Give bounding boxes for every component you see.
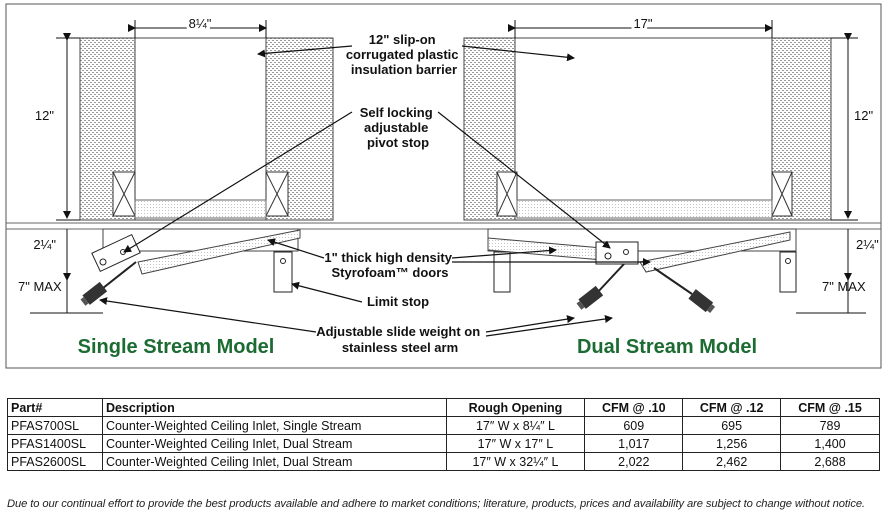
single-weight-arm bbox=[97, 261, 137, 293]
dual-weight-arm-left bbox=[595, 263, 625, 295]
single-limit-stop bbox=[273, 251, 293, 293]
col-header-description: Description bbox=[101, 398, 447, 417]
part-number: PFAS700SL bbox=[7, 416, 103, 435]
single-pivot-stop bbox=[91, 233, 141, 273]
single-max-dim: 7" MAX bbox=[18, 279, 62, 294]
weight-callout: Adjustable slide weight on stainless ste… bbox=[316, 324, 484, 355]
table-header-row: Part# Description Rough Opening CFM @ .1… bbox=[7, 398, 880, 417]
cfm-12: 695 bbox=[682, 416, 782, 435]
cfm-10: 1,017 bbox=[584, 434, 684, 453]
dual-model-title: Dual Stream Model bbox=[577, 336, 757, 358]
rough-opening: 17″ W x 17″ L bbox=[445, 434, 586, 453]
single-model-title: Single Stream Model bbox=[78, 336, 275, 358]
dual-slide-weight-right bbox=[688, 289, 716, 314]
single-frame-bottom bbox=[134, 199, 267, 219]
limit-callout: Limit stop bbox=[367, 294, 429, 309]
spec-table: Part# Description Rough Opening CFM @ .1… bbox=[7, 398, 880, 471]
col-header-rough-opening: Rough Opening bbox=[445, 398, 586, 417]
leader-lines bbox=[99, 45, 651, 337]
dual-stream-unit bbox=[463, 20, 866, 314]
table-row: PFAS700SL Counter-Weighted Ceiling Inlet… bbox=[7, 416, 880, 435]
rough-opening: 17″ W x 8¼″ L bbox=[445, 416, 586, 435]
dual-slide-weight-left bbox=[576, 285, 604, 310]
single-drop-dim: 2¼" bbox=[33, 237, 56, 252]
doors-callout: 1" thick high density Styrofoam™ doors bbox=[324, 250, 455, 280]
single-height-dim: 12" bbox=[35, 108, 54, 123]
dual-drop-dim: 2¼" bbox=[856, 237, 879, 252]
col-header-cfm-10: CFM @ .10 bbox=[584, 398, 684, 417]
cfm-10: 609 bbox=[584, 416, 684, 435]
dual-max-dim: 7" MAX bbox=[822, 279, 866, 294]
cfm-15: 1,400 bbox=[780, 434, 880, 453]
cfm-12: 2,462 bbox=[682, 452, 782, 471]
dual-width-dim: 17" bbox=[633, 16, 652, 31]
table-row: PFAS2600SL Counter-Weighted Ceiling Inle… bbox=[7, 452, 880, 471]
part-number: PFAS1400SL bbox=[7, 434, 103, 453]
single-opening bbox=[134, 37, 267, 221]
dual-pivot-stop bbox=[595, 241, 639, 265]
dual-height-dim: 12" bbox=[854, 108, 873, 123]
barrier-callout: 12" slip-on corrugated plastic insulatio… bbox=[346, 32, 462, 77]
dual-limit-stop-right bbox=[779, 251, 797, 293]
dual-opening bbox=[514, 37, 773, 221]
description: Counter-Weighted Ceiling Inlet, Dual Str… bbox=[101, 434, 447, 453]
cfm-12: 1,256 bbox=[682, 434, 782, 453]
dual-weight-arm-right bbox=[653, 267, 693, 295]
col-header-cfm-12: CFM @ .12 bbox=[682, 398, 782, 417]
dual-limit-stop-left bbox=[493, 251, 511, 293]
rough-opening: 17″ W x 32¼″ L bbox=[445, 452, 586, 471]
description: Counter-Weighted Ceiling Inlet, Single S… bbox=[101, 416, 447, 435]
pivot-callout: Self locking adjustable pivot stop bbox=[360, 105, 437, 150]
disclaimer-footer: Due to our continual effort to provide t… bbox=[7, 498, 865, 510]
cfm-10: 2,022 bbox=[584, 452, 684, 471]
col-header-part: Part# bbox=[7, 398, 103, 417]
single-door bbox=[137, 229, 301, 275]
single-width-dim: 8¼" bbox=[189, 16, 212, 31]
cfm-15: 2,688 bbox=[780, 452, 880, 471]
single-slide-weight bbox=[80, 281, 108, 306]
description: Counter-Weighted Ceiling Inlet, Dual Str… bbox=[101, 452, 447, 471]
cfm-15: 789 bbox=[780, 416, 880, 435]
dual-frame-bottom bbox=[516, 199, 773, 219]
part-number: PFAS2600SL bbox=[7, 452, 103, 471]
table-row: PFAS1400SL Counter-Weighted Ceiling Inle… bbox=[7, 434, 880, 453]
single-stream-unit bbox=[30, 20, 334, 314]
col-header-cfm-15: CFM @ .15 bbox=[780, 398, 880, 417]
inlet-diagram: 8¼" 17" 12" 12" 2¼" 2¼" 7" MAX 7" MAX 12… bbox=[5, 3, 882, 369]
dual-door-right bbox=[639, 231, 791, 273]
